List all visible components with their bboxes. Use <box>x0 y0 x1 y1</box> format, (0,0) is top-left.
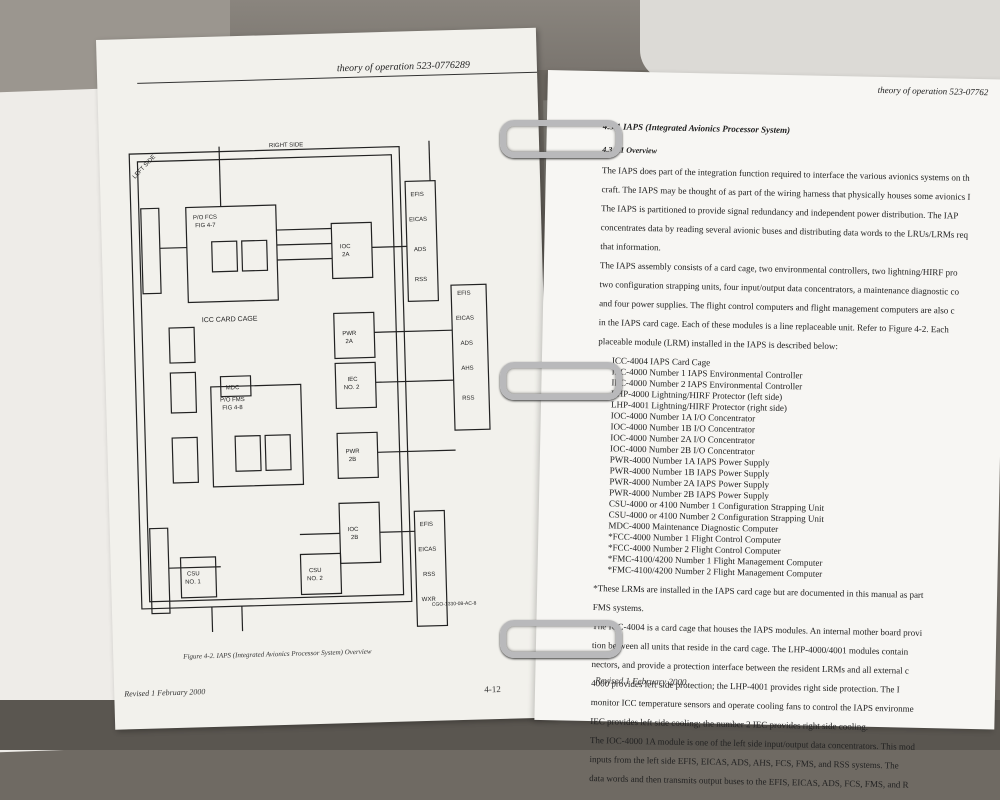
left-side-label: LEFT SIDE <box>132 154 157 180</box>
svg-text:EFIS: EFIS <box>420 522 434 528</box>
binder-ring-middle <box>500 362 622 400</box>
text-line: monitor ICC temperature sensors and oper… <box>590 697 914 714</box>
paragraph-4: The IOC-4000 1A module is one of the lef… <box>589 735 990 792</box>
text-line: The IAPS assembly consists of a card cag… <box>599 260 958 278</box>
svg-text:IOC: IOC <box>348 527 359 533</box>
text-line: data words and then transmits output bus… <box>589 773 909 790</box>
text-line: The IAPS is partitioned to provide signa… <box>601 203 959 221</box>
subsection-title: 4.3.1.1 Overview <box>602 145 658 156</box>
pwr-1b-box <box>171 436 200 484</box>
text-line: tion between all units that reside in th… <box>591 640 909 657</box>
binder-ring-top <box>500 120 622 158</box>
iec-2-box <box>334 361 377 410</box>
text-line: The IOC-4000 1A module is one of the lef… <box>589 735 916 752</box>
svg-text:WXR: WXR <box>422 597 437 603</box>
svg-text:2A: 2A <box>345 339 353 345</box>
text-line: inputs from the left side EFIS, EICAS, A… <box>589 754 899 771</box>
right-page-footer: Revised 1 February 2000 <box>595 675 687 688</box>
left-page-footer: Revised 1 February 2000 <box>124 687 206 699</box>
csu-2-box <box>299 552 343 596</box>
svg-text:ADS: ADS <box>461 341 474 347</box>
svg-text:ADS: ADS <box>414 247 427 253</box>
right-side-label: RIGHT SIDE <box>269 142 303 149</box>
text-line: placeable module (LRM) installed in the … <box>598 336 839 352</box>
text-line: two configuration strapping units, four … <box>599 279 960 297</box>
svg-text:RSS: RSS <box>423 572 436 578</box>
svg-text:CSU: CSU <box>187 571 200 577</box>
paragraph-1: The IAPS does part of the integration fu… <box>600 165 1000 260</box>
paragraph-2: The IAPS assembly consists of a card cag… <box>598 260 1000 355</box>
svg-text:EICAS: EICAS <box>409 217 427 224</box>
binder-ring-bottom <box>500 620 622 658</box>
text-line: craft. The IAPS may be thought of as par… <box>601 184 971 202</box>
text-line: The ICC-4004 is a card cage that houses … <box>592 621 923 638</box>
svg-text:P/O FCS: P/O FCS <box>193 215 217 222</box>
background-folder <box>640 0 1000 80</box>
text-line: FMS systems. <box>592 602 644 614</box>
ioc-2a-box <box>330 221 374 280</box>
iec-1-box <box>169 371 198 414</box>
footnote: *These LRMs are installed in the IAPS ca… <box>593 583 994 621</box>
text-line: *These LRMs are installed in the IAPS ca… <box>593 583 924 600</box>
card-cage-label: ICC CARD CAGE <box>202 316 258 325</box>
text-line: IEC provides left side cooling; the numb… <box>590 716 869 732</box>
pwr-1a-box <box>168 326 196 364</box>
svg-text:NO. 1: NO. 1 <box>185 579 201 585</box>
module-list: ICC-4004 IAPS Card Cage IEC-4000 Number … <box>607 355 998 583</box>
right-page-body: 4.3.1 IAPS (Integrated Avionics Processo… <box>589 121 1000 800</box>
svg-text:P/O FMS: P/O FMS <box>220 397 245 404</box>
svg-text:IOC: IOC <box>340 244 351 250</box>
mdc-box <box>219 375 252 398</box>
svg-text:PWR: PWR <box>346 449 361 455</box>
svg-text:EFIS: EFIS <box>457 291 471 297</box>
svg-text:2B: 2B <box>351 535 359 541</box>
right-bus-mid <box>450 283 491 431</box>
fcs-group <box>185 204 279 304</box>
right-bus-top <box>404 179 440 302</box>
page-number: 4-12 <box>484 683 501 695</box>
outer-frame <box>128 145 413 610</box>
right-page-header: theory of operation 523-07762 <box>877 84 989 98</box>
right-bus-bottom <box>413 509 449 627</box>
fms-group <box>210 383 305 488</box>
pwr-2a-box <box>333 311 376 360</box>
svg-text:AHS: AHS <box>461 366 474 372</box>
text-line: and four power supplies. The flight cont… <box>599 298 955 316</box>
text-line: concentrates data by reading several avi… <box>600 222 969 240</box>
svg-text:FIG 4-7: FIG 4-7 <box>195 223 216 230</box>
svg-text:RSS: RSS <box>462 396 475 402</box>
iaps-block-diagram: RIGHT SIDE LEFT SIDE ICC CARD CAGE P/O F… <box>128 140 491 632</box>
figure-caption: Figure 4-2. IAPS (Integrated Avionics Pr… <box>183 647 372 661</box>
left-page: theory of operation 523-0776289 <box>96 27 556 730</box>
svg-text:MDC: MDC <box>226 385 240 391</box>
svg-text:2B: 2B <box>349 457 357 463</box>
svg-text:EFIS: EFIS <box>410 192 424 198</box>
section-title: 4.3.1 IAPS (Integrated Avionics Processo… <box>602 121 791 136</box>
ioc-2b-box <box>338 501 382 564</box>
svg-text:2A: 2A <box>342 252 350 258</box>
svg-text:PWR: PWR <box>342 331 357 337</box>
svg-text:EICAS: EICAS <box>418 547 436 554</box>
csu-1-box <box>179 556 218 599</box>
text-line: The IAPS does part of the integration fu… <box>601 165 970 183</box>
svg-text:FIG 4-8: FIG 4-8 <box>222 405 243 412</box>
svg-text:CSU: CSU <box>309 568 322 574</box>
svg-text:EICAS: EICAS <box>456 316 474 323</box>
text-line: in the IAPS card cage. Each of these mod… <box>598 317 949 335</box>
svg-text:NO. 2: NO. 2 <box>307 576 323 582</box>
svg-text:NO. 2: NO. 2 <box>344 385 360 391</box>
left-page-header: theory of operation 523-0776289 <box>336 59 471 75</box>
svg-text:IEC: IEC <box>348 377 359 383</box>
pwr-2b-box <box>336 431 379 480</box>
svg-text:RSS: RSS <box>415 277 428 283</box>
svg-text:CGO-1330-08-AC-8: CGO-1330-08-AC-8 <box>432 601 477 608</box>
text-line: that information. <box>600 241 661 253</box>
